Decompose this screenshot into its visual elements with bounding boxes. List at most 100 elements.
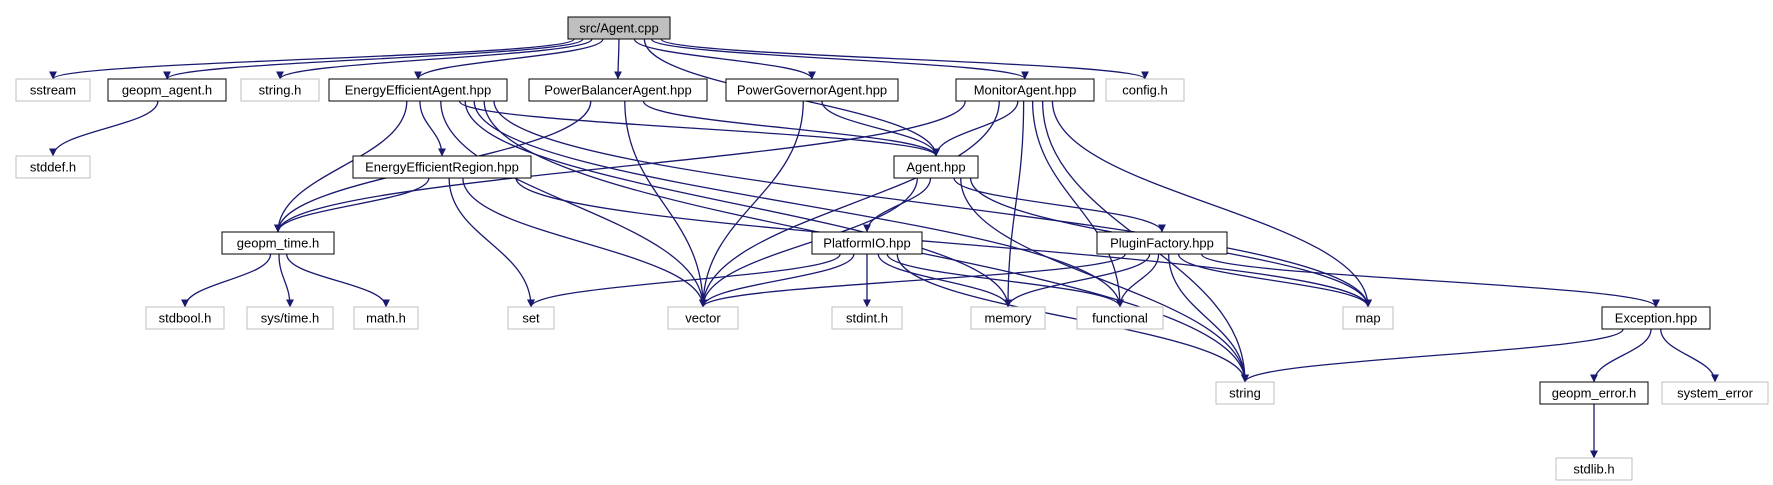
node-pga[interactable]: PowerGovernorAgent.hpp — [725, 78, 899, 102]
node-box — [831, 306, 903, 330]
edge-agent_cpp-to-mon — [650, 38, 1029, 80]
edge-eer-to-map — [515, 177, 1372, 308]
node-exception[interactable]: Exception.hpp — [1601, 306, 1711, 330]
node-label: stdint.h — [846, 311, 888, 326]
node-system-error: system_error — [1661, 381, 1769, 405]
edge-agent_cpp-to-geopm_agent_h — [163, 38, 584, 80]
node-box — [1342, 306, 1394, 330]
edge-exception-to-system_error — [1660, 328, 1719, 383]
edge-agent_cpp-to-config_h — [660, 38, 1149, 80]
edge-mon-to-map — [1051, 100, 1372, 308]
node-eer[interactable]: EnergyEfficientRegion.hpp — [352, 155, 532, 179]
node-geopm-error-h[interactable]: geopm_error.h — [1539, 381, 1649, 405]
node-label: Agent.hpp — [906, 160, 965, 175]
node-box — [725, 78, 899, 102]
edge-pf-to-exception — [1200, 253, 1660, 308]
edge-eea-to-agent_hpp — [458, 100, 940, 157]
node-label: EnergyEfficientRegion.hpp — [365, 160, 519, 175]
node-sys-time-h: sys/time.h — [246, 306, 334, 330]
node-geopm-agent-h[interactable]: geopm_agent.h — [107, 78, 227, 102]
node-box — [328, 78, 508, 102]
node-sstream: sstream — [15, 78, 91, 102]
node-mon[interactable]: MonitorAgent.hpp — [955, 78, 1095, 102]
edge-pf-to-string — [1167, 253, 1249, 383]
edge-eea-to-geopm_time_h — [274, 100, 408, 233]
node-pf[interactable]: PluginFactory.hpp — [1096, 231, 1228, 255]
node-box — [567, 16, 671, 40]
edge-pba-to-vector — [624, 100, 707, 308]
edge-agent_cpp-to-sstream — [49, 38, 575, 80]
node-math-h: math.h — [353, 306, 419, 330]
node-stdbool-h: stdbool.h — [145, 306, 225, 330]
node-label: PluginFactory.hpp — [1110, 236, 1214, 251]
node-label: string.h — [259, 83, 302, 98]
node-agent-hpp[interactable]: Agent.hpp — [893, 155, 979, 179]
node-functional: functional — [1076, 306, 1164, 330]
edge-eea-to-eer — [419, 100, 446, 157]
node-label: set — [522, 311, 540, 326]
edge-agent_cpp-to-eea — [414, 38, 604, 80]
node-box — [893, 155, 979, 179]
node-label: EnergyEfficientAgent.hpp — [345, 83, 491, 98]
edge-pf-to-map — [1177, 253, 1372, 308]
node-pio[interactable]: PlatformIO.hpp — [811, 231, 923, 255]
edge-mon-to-geopm_time_h — [274, 100, 966, 233]
node-label: memory — [985, 311, 1032, 326]
node-stdlib-h: stdlib.h — [1555, 457, 1633, 481]
node-label: stdlib.h — [1573, 462, 1614, 477]
edge-agent_cpp-to-string_h — [276, 38, 593, 80]
node-label: PlatformIO.hpp — [823, 236, 910, 251]
node-label: Exception.hpp — [1615, 311, 1697, 326]
node-label: string — [1229, 386, 1261, 401]
node-box — [1076, 306, 1164, 330]
node-stdint-h: stdint.h — [831, 306, 903, 330]
node-box — [1539, 381, 1649, 405]
edge-eea-to-map — [493, 100, 1372, 308]
edge-eer-to-vector — [462, 177, 707, 308]
node-box — [955, 78, 1095, 102]
edge-pio-to-functional — [886, 253, 1124, 308]
edge-pf-to-memory — [1004, 253, 1151, 308]
node-box — [15, 78, 91, 102]
edge-agent_hpp-to-pf — [953, 177, 1166, 233]
edge-pga-to-agent_hpp — [821, 100, 940, 157]
node-box — [507, 306, 555, 330]
node-agent-cpp[interactable]: src/Agent.cpp — [567, 16, 671, 40]
node-label: src/Agent.cpp — [579, 21, 659, 36]
node-label: sys/time.h — [261, 311, 320, 326]
node-layer: src/Agent.cpp sstream geopm_agent.h string.… — [15, 16, 1769, 481]
node-box — [1105, 78, 1185, 102]
edge-geopm_agent_h-to-stddef_h — [49, 100, 159, 157]
edge-pio-to-string — [896, 253, 1249, 383]
node-set: set — [507, 306, 555, 330]
node-pba[interactable]: PowerBalancerAgent.hpp — [528, 78, 708, 102]
edge-eea-to-functional — [473, 100, 1124, 308]
node-string: string — [1215, 381, 1275, 405]
node-vector: vector — [667, 306, 739, 330]
edge-mon-to-vector — [699, 100, 1000, 308]
node-label: functional — [1092, 311, 1148, 326]
node-box — [221, 231, 335, 255]
node-label: PowerBalancerAgent.hpp — [544, 83, 691, 98]
edge-mon-to-memory — [1004, 100, 1025, 308]
edge-pf-to-vector — [699, 253, 1126, 308]
node-box — [107, 78, 227, 102]
node-box — [811, 231, 923, 255]
node-box — [1096, 231, 1228, 255]
node-box — [1555, 457, 1633, 481]
edge-pio-to-vector — [699, 253, 855, 308]
edge-pf-to-functional — [1116, 253, 1160, 308]
node-box — [1661, 381, 1769, 405]
edge-mon-to-agent_hpp — [932, 100, 1019, 157]
node-label: stddef.h — [30, 160, 76, 175]
edge-eea-to-vector — [440, 100, 707, 308]
node-eea[interactable]: EnergyEfficientAgent.hpp — [328, 78, 508, 102]
edge-geopm_time_h-to-sys_time_h — [278, 253, 294, 308]
node-geopm-time-h[interactable]: geopm_time.h — [221, 231, 335, 255]
edge-pio-to-set — [527, 253, 841, 308]
node-label: vector — [685, 311, 721, 326]
edge-exception-to-geopm_error_h — [1590, 328, 1652, 383]
node-string-h: string.h — [240, 78, 320, 102]
edge-geopm_time_h-to-stdbool_h — [181, 253, 272, 308]
